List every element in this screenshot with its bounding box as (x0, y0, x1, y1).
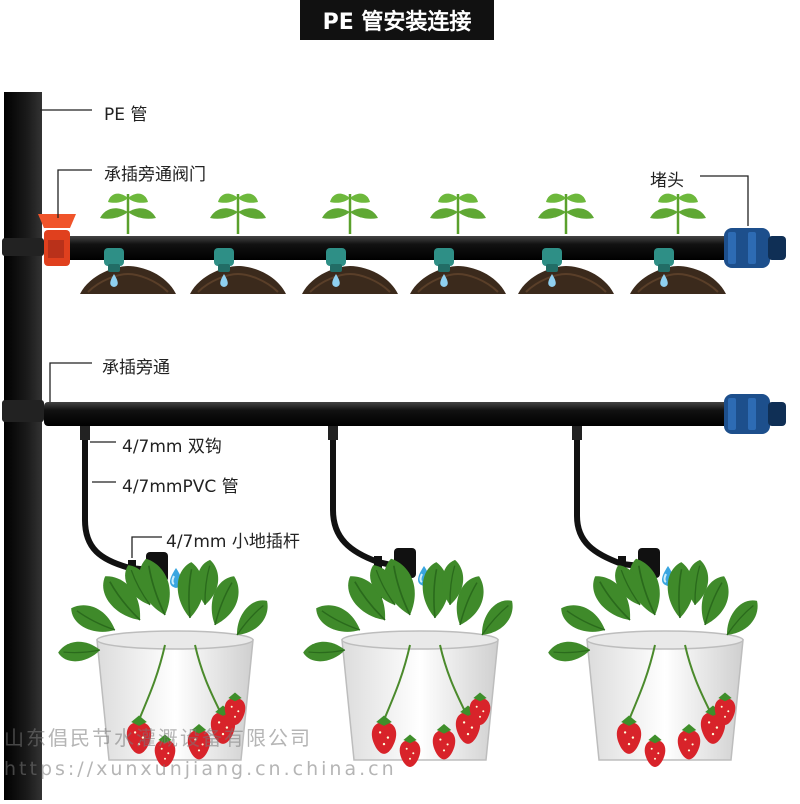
watermark-company: 山东倡民节水灌溉设备有限公司 (4, 726, 312, 750)
soil-mound (189, 265, 287, 295)
bypass-valve-icon (38, 214, 76, 266)
strawberry-plant-icon (302, 558, 521, 767)
page-title: PE 管安装连接 (300, 0, 494, 40)
label-end-plug: 堵头 (650, 171, 684, 191)
soil-mound (517, 265, 615, 295)
label-double-hook: 4/7mm 双钩 (122, 437, 222, 457)
label-pvc-pipe: 4/7mmPVC 管 (122, 477, 239, 497)
watermark-url: https://xunxunjiang.cn.china.cn (4, 758, 397, 780)
label-pe-pipe: PE 管 (104, 105, 148, 125)
soil-mound (629, 265, 727, 295)
seedling-icon (98, 192, 158, 236)
end-plug-icon (724, 228, 786, 268)
upper-branch-pipe (44, 236, 732, 260)
leader-lines (40, 109, 749, 558)
seedling-icon (320, 192, 380, 236)
label-ground-stake: 4/7mm 小地插杆 (166, 532, 300, 552)
label-bypass-valve: 承插旁通阀门 (104, 165, 206, 185)
soil-mound (301, 265, 399, 295)
lower-branch-pipe (44, 402, 732, 426)
seedling-icon (536, 192, 596, 236)
seedling-icon (428, 192, 488, 236)
strawberry-plant-icon (547, 558, 766, 767)
seedling-icon (648, 192, 708, 236)
label-bypass: 承插旁通 (102, 358, 170, 378)
end-plug-icon (724, 394, 786, 434)
seedling-icon (208, 192, 268, 236)
main-pe-pipe (4, 92, 42, 800)
soil-mound (79, 265, 177, 295)
bypass-tee-collar (2, 400, 44, 422)
soil-mound (409, 265, 507, 295)
valve-tee-collar (2, 238, 44, 256)
